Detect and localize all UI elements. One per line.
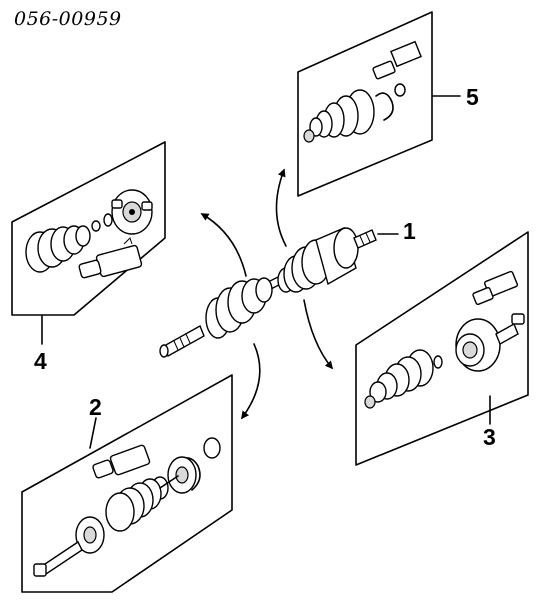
- grease-packet-icon: [92, 444, 151, 479]
- arrow-to-panel-3-icon: [303, 299, 334, 370]
- cv-joint-housing-icon: [455, 313, 525, 372]
- cv-boot-icon: [309, 89, 375, 138]
- grease-packet-icon: [78, 237, 143, 279]
- inner-joint-icon: [167, 456, 197, 494]
- small-clamp-icon: [364, 395, 376, 409]
- clamp-ring-icon: [394, 83, 406, 97]
- right-joint-housing-icon: [315, 227, 377, 286]
- panel-4-inner-joint-boot-kit: [11, 141, 166, 316]
- snap-ring-icon: [433, 355, 443, 369]
- arrow-to-panel-5-icon: [275, 168, 287, 247]
- cv-boot-icon: [25, 225, 91, 273]
- arrow-to-panel-2-icon: [241, 343, 261, 420]
- small-clamp-icon: [303, 129, 315, 143]
- outer-joint-icon: [33, 516, 105, 577]
- cv-axle-assembly: [159, 227, 377, 358]
- cv-boot-icon: [105, 476, 169, 532]
- right-boot-icon: [277, 239, 331, 293]
- tripod-joint-icon: [111, 189, 153, 235]
- arrow-to-panel-4-icon: [200, 213, 247, 277]
- callout-1: 1: [403, 218, 416, 244]
- callout-4: 4: [34, 348, 47, 374]
- shaft-icon: [159, 475, 179, 489]
- leader-line-2: [89, 417, 97, 449]
- part-number-label: 056-00959: [14, 8, 122, 30]
- grease-packet-icon: [372, 40, 422, 80]
- callout-2: 2: [89, 394, 102, 420]
- panel-5-outer-joint-boot-kit: [297, 11, 433, 197]
- clamp-ring-icon: [203, 437, 221, 459]
- left-spline-stub-icon: [159, 325, 205, 358]
- panel-2-shaft-assembly: [21, 374, 233, 593]
- snap-ring-icon: [103, 213, 113, 227]
- callout-3: 3: [483, 424, 496, 450]
- panel-3-outer-cv-joint-assembly: [355, 231, 529, 466]
- cv-boot-icon: [369, 349, 434, 403]
- left-boot-icon: [205, 277, 273, 339]
- circlip-icon: [375, 92, 394, 121]
- callout-5: 5: [466, 84, 479, 110]
- grease-packet-icon: [472, 270, 519, 306]
- clamp-icon: [91, 220, 101, 232]
